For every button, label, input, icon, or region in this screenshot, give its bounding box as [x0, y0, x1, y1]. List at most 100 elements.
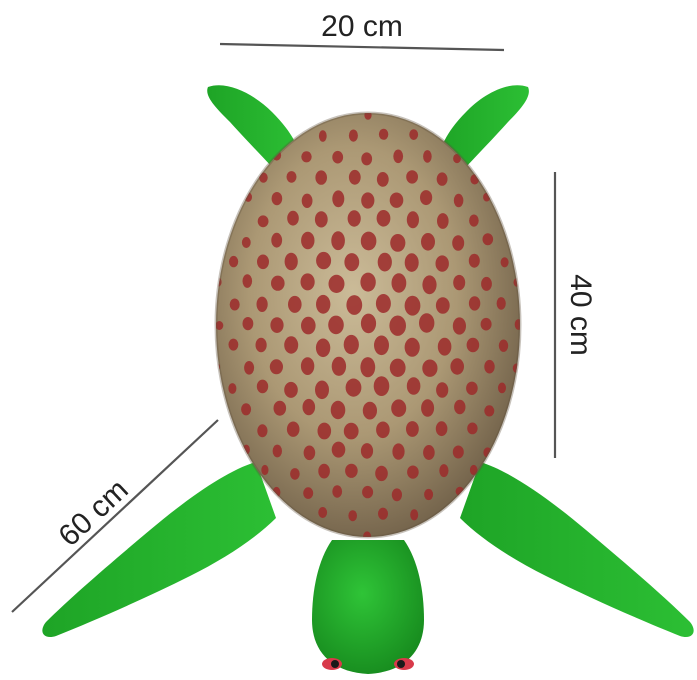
shell-spot	[499, 340, 508, 352]
shell-spot	[453, 317, 466, 334]
shell-spot	[243, 317, 254, 330]
shell-spot	[284, 382, 298, 398]
shell-spot	[378, 253, 392, 272]
shell-spot	[319, 130, 327, 142]
shell-spot	[344, 253, 359, 271]
shell-spot	[303, 399, 316, 415]
shell-spot	[467, 423, 477, 435]
rear-right-flipper	[460, 462, 694, 637]
shell-spot	[284, 336, 298, 353]
shell-spot	[301, 317, 316, 335]
shell-spot	[375, 466, 388, 481]
shell-spot	[420, 190, 432, 205]
shell-spot	[363, 402, 377, 420]
shell-spot	[436, 255, 449, 271]
shell-spot	[270, 317, 283, 333]
shell-spot	[345, 464, 358, 478]
left-eye	[322, 658, 342, 670]
shell-spot	[332, 357, 346, 376]
shell-spot	[454, 194, 464, 207]
shell-spot	[349, 170, 361, 185]
shell-spot	[315, 170, 327, 184]
shell-spot	[390, 234, 405, 252]
shell-spot	[423, 445, 435, 460]
shell-spot	[406, 170, 418, 183]
shell-spot	[361, 152, 372, 165]
shell-spot	[316, 339, 330, 358]
shell-spot	[271, 276, 285, 291]
shell-spot	[436, 421, 448, 436]
shell-spot	[230, 299, 240, 311]
shell-spot	[484, 405, 494, 416]
shell-spot	[328, 316, 344, 335]
shell-spot	[285, 253, 298, 271]
shell-spot	[410, 509, 418, 520]
shell-spot	[344, 423, 359, 440]
shell-spot	[258, 215, 269, 227]
shell-spot	[405, 253, 419, 272]
shell-spot	[437, 213, 449, 229]
shell-spot	[423, 150, 432, 163]
turtle-head	[312, 540, 424, 674]
shell-spot	[407, 377, 421, 395]
shell-spot	[301, 357, 314, 375]
shell-spot	[421, 399, 434, 417]
flipper-dimension-label: 60 cm	[52, 473, 134, 553]
shell-spot	[332, 151, 343, 164]
shell-spot	[390, 193, 404, 208]
shell-spot	[261, 465, 268, 475]
shell-spot	[484, 360, 494, 374]
shell-spot	[344, 335, 359, 354]
shell-spot	[332, 485, 342, 497]
shell-spot	[242, 237, 251, 248]
shell-spot	[378, 508, 388, 520]
shell-spot	[272, 192, 283, 205]
shell-spot	[361, 232, 377, 251]
shell-spot	[405, 338, 420, 357]
width-dimension: 20 cm	[220, 10, 504, 50]
shell-spot	[450, 358, 464, 374]
shell-spot	[360, 273, 375, 292]
shell-spot	[422, 275, 436, 294]
shell-spot	[436, 382, 448, 398]
shell-spot	[301, 273, 315, 290]
length-dimension-label: 40 cm	[564, 274, 597, 356]
shell-spot	[229, 256, 238, 267]
shell-spot	[407, 466, 419, 479]
shell-spot	[377, 172, 389, 187]
shell-spot	[257, 254, 269, 269]
shell-spot	[315, 381, 329, 400]
shell-spot	[256, 338, 267, 353]
shell-spot	[257, 424, 267, 437]
shell-spot	[331, 401, 346, 419]
shell-spot	[270, 359, 283, 374]
shell-spot	[273, 445, 282, 458]
right-eye	[394, 658, 414, 670]
shell-spot	[466, 382, 478, 395]
shell-spot	[257, 297, 268, 312]
shell-spot	[406, 421, 419, 437]
shell-spot	[361, 192, 374, 208]
shell-spot	[318, 423, 332, 440]
shell-spot	[362, 486, 373, 498]
shell-spot	[302, 194, 313, 208]
shell-spot	[391, 399, 406, 417]
shell-spot	[422, 360, 437, 377]
shell-spot	[436, 297, 450, 314]
shell-spot	[229, 339, 239, 351]
shell-spot	[374, 336, 389, 356]
length-dimension: 40 cm	[555, 172, 597, 458]
shell-spot	[346, 379, 362, 397]
shell-spot	[332, 190, 344, 207]
shell-spot	[287, 171, 297, 183]
shell-spot	[439, 464, 448, 477]
shell-spot	[287, 211, 299, 226]
shell-spot	[271, 233, 282, 248]
shell-spot	[469, 296, 480, 310]
shell-spot	[348, 510, 357, 521]
shell-spot	[374, 376, 390, 396]
shell-spot	[389, 316, 406, 336]
shell-spot	[349, 130, 358, 142]
shell-spot	[243, 274, 253, 288]
